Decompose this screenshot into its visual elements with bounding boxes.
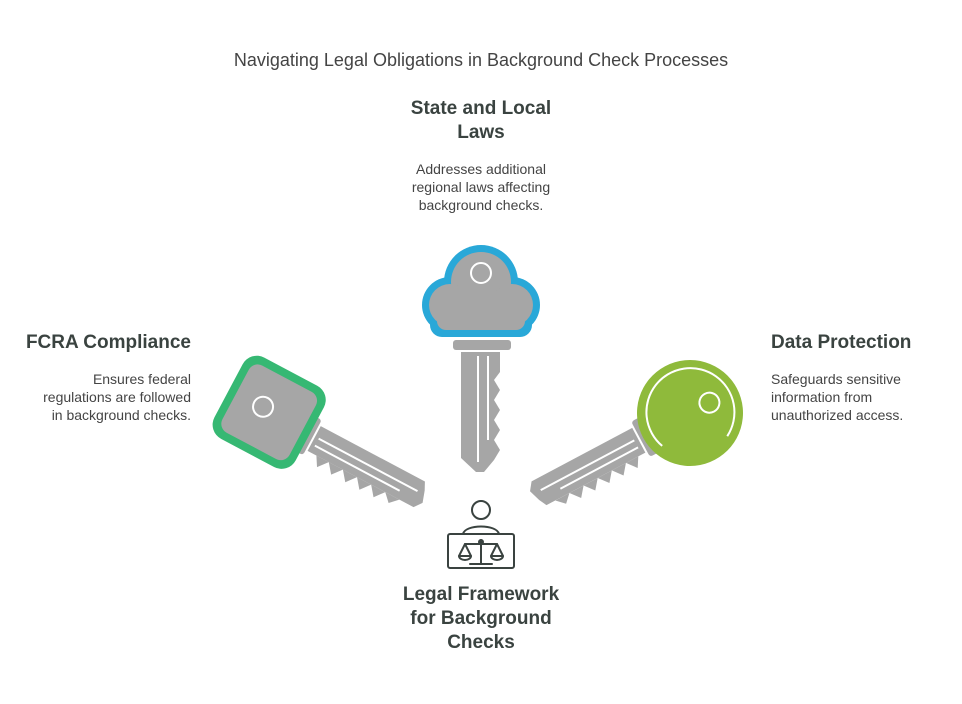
top-key-blade xyxy=(461,352,500,472)
left-key-hole xyxy=(252,395,275,418)
desc-line: information from xyxy=(771,389,873,405)
heading-line: State and Local xyxy=(410,98,552,119)
right-key-head xyxy=(637,360,743,466)
data-protection-heading: Data Protection xyxy=(771,332,912,353)
legal-framework-heading: Legal Framework for Background Checks xyxy=(381,583,581,655)
desc-line: Ensures federal xyxy=(92,371,191,387)
desc-line: Addresses additional xyxy=(416,161,546,177)
desc-line: background checks. xyxy=(418,197,544,213)
state-local-laws-description: Addresses additional regional laws affec… xyxy=(381,160,581,214)
judge-scales-icon xyxy=(447,500,515,569)
fcra-compliance-description: Ensures federal regulations are followed… xyxy=(0,370,191,424)
top-key xyxy=(422,245,540,472)
diagram-title: Navigating Legal Obligations in Backgrou… xyxy=(233,50,729,70)
left-key-blade xyxy=(307,426,425,508)
top-key-hole xyxy=(470,262,492,284)
state-local-laws-heading: State and Local Laws xyxy=(381,97,581,145)
top-key-collar xyxy=(453,340,511,350)
desc-line: regional laws affecting xyxy=(411,179,551,195)
heading-line: for Background xyxy=(410,608,552,629)
right-key-hole xyxy=(698,391,721,414)
right-key xyxy=(530,360,743,506)
desc-line: unauthorized access. xyxy=(771,407,904,423)
top-key-head xyxy=(422,245,540,337)
heading-line: Legal Framework xyxy=(402,584,560,605)
fcra-compliance-heading: FCRA Compliance xyxy=(25,332,191,353)
right-key-blade xyxy=(530,427,646,506)
desc-line: regulations are followed xyxy=(43,389,191,405)
heading-line: Checks xyxy=(447,632,515,653)
data-protection-description: Safeguards sensitive information from un… xyxy=(771,370,962,424)
left-key xyxy=(212,355,425,508)
desc-line: in background checks. xyxy=(51,407,191,423)
desc-line: Safeguards sensitive xyxy=(771,371,901,387)
heading-line: Laws xyxy=(457,122,505,143)
